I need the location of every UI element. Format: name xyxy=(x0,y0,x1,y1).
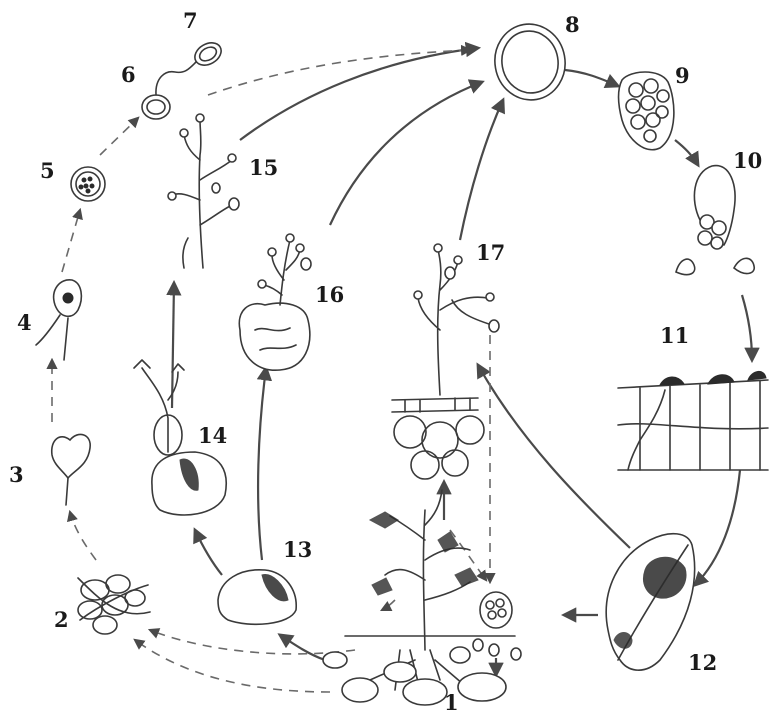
arrow-5-to-6-dashed xyxy=(100,118,138,155)
sporangium-10 xyxy=(676,166,754,275)
label-13: 13 xyxy=(283,537,312,562)
arrow-15-to-8 xyxy=(240,48,478,140)
label-8: 8 xyxy=(565,12,580,37)
arrow-2-to-3-dashed xyxy=(70,512,96,560)
arrow-1-to-2-dashed-a xyxy=(150,630,355,654)
label-7: 7 xyxy=(183,8,198,33)
label-5: 5 xyxy=(40,158,55,183)
sporangiophore-17 xyxy=(392,244,499,479)
sporangiophore-15 xyxy=(168,114,239,268)
arrow-1-to-plant-dashed xyxy=(382,600,395,610)
germinating-oospore-6-7 xyxy=(142,38,225,119)
oospore-germ-4 xyxy=(36,280,81,360)
label-9: 9 xyxy=(675,63,690,88)
label-4: 4 xyxy=(17,310,32,335)
label-2: 2 xyxy=(54,607,69,632)
infected-leaf-12 xyxy=(606,534,694,670)
arrow-17-to-8 xyxy=(460,100,503,240)
tuber-16 xyxy=(239,234,311,370)
label-14: 14 xyxy=(198,423,227,448)
label-11: 11 xyxy=(660,323,689,348)
germ-structure-3 xyxy=(52,434,90,505)
label-12: 12 xyxy=(688,650,717,675)
label-10: 10 xyxy=(733,148,762,173)
spore-5 xyxy=(71,167,105,201)
potato-plant-1 xyxy=(323,490,521,705)
arrow-13-to-16 xyxy=(258,368,266,560)
hyphae-2 xyxy=(78,575,150,634)
arrow-9-to-10 xyxy=(675,140,698,165)
label-15: 15 xyxy=(249,155,278,180)
arrow-10-to-11 xyxy=(742,295,752,360)
oospore-8 xyxy=(489,18,571,105)
label-3: 3 xyxy=(9,462,24,487)
label-6: 6 xyxy=(121,62,136,87)
sporangium-9 xyxy=(619,72,674,150)
arrow-8-to-9 xyxy=(565,70,618,86)
label-1: 1 xyxy=(444,690,459,711)
label-16: 16 xyxy=(315,282,344,307)
tuber-13 xyxy=(218,570,296,625)
label-17: 17 xyxy=(476,240,505,265)
leaf-section-11 xyxy=(618,371,768,470)
arrow-12-to-17 xyxy=(478,365,630,548)
arrow-16-to-8 xyxy=(330,82,482,225)
arrow-13-to-14 xyxy=(195,530,222,575)
arrow-11-to-12 xyxy=(695,470,740,585)
arrow-1-to-13 xyxy=(280,635,325,660)
arrow-4-to-5-dashed xyxy=(62,210,80,272)
